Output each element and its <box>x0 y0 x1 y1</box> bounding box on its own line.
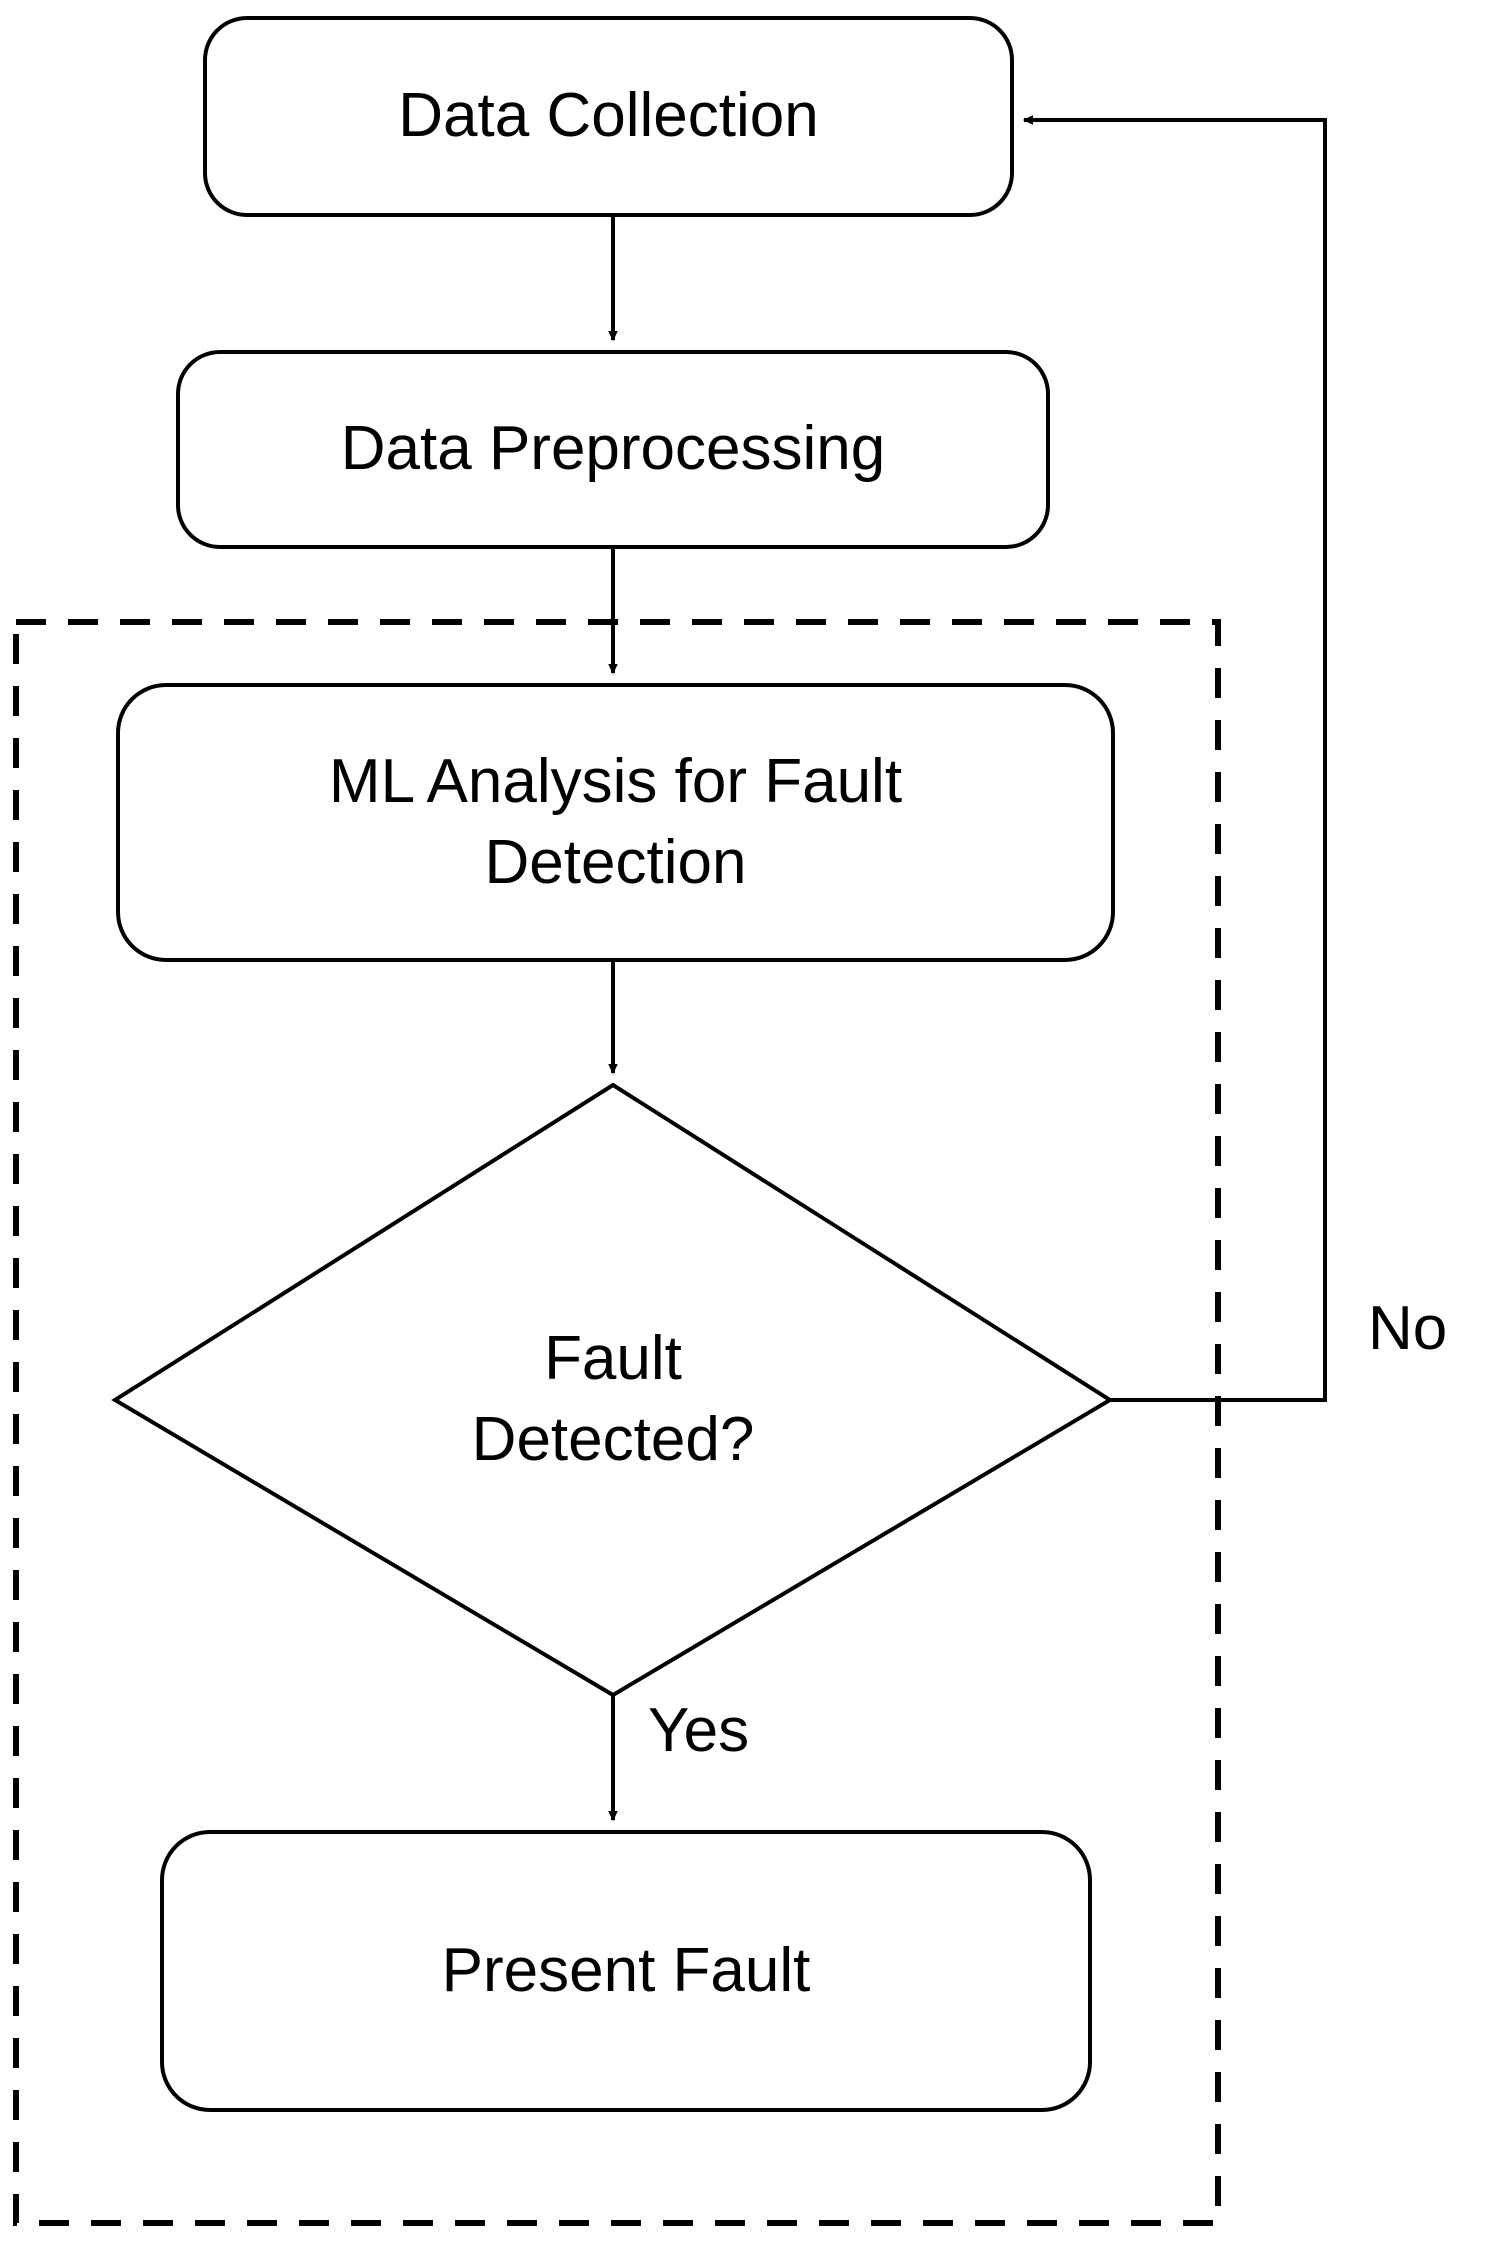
node-ml-analysis[interactable] <box>116 683 1115 962</box>
node-data-collection[interactable] <box>203 16 1014 217</box>
edge-decision-to-collection-no <box>1022 115 1327 1402</box>
edge-label-no: No <box>1368 1294 1448 1363</box>
ml-stage-group-box <box>13 619 1221 2226</box>
node-data-preprocessing[interactable] <box>176 350 1050 549</box>
node-present-fault[interactable] <box>160 1830 1092 2112</box>
node-fault-decision[interactable] <box>111 1082 1114 1698</box>
edge-label-yes: Yes <box>648 1696 750 1765</box>
